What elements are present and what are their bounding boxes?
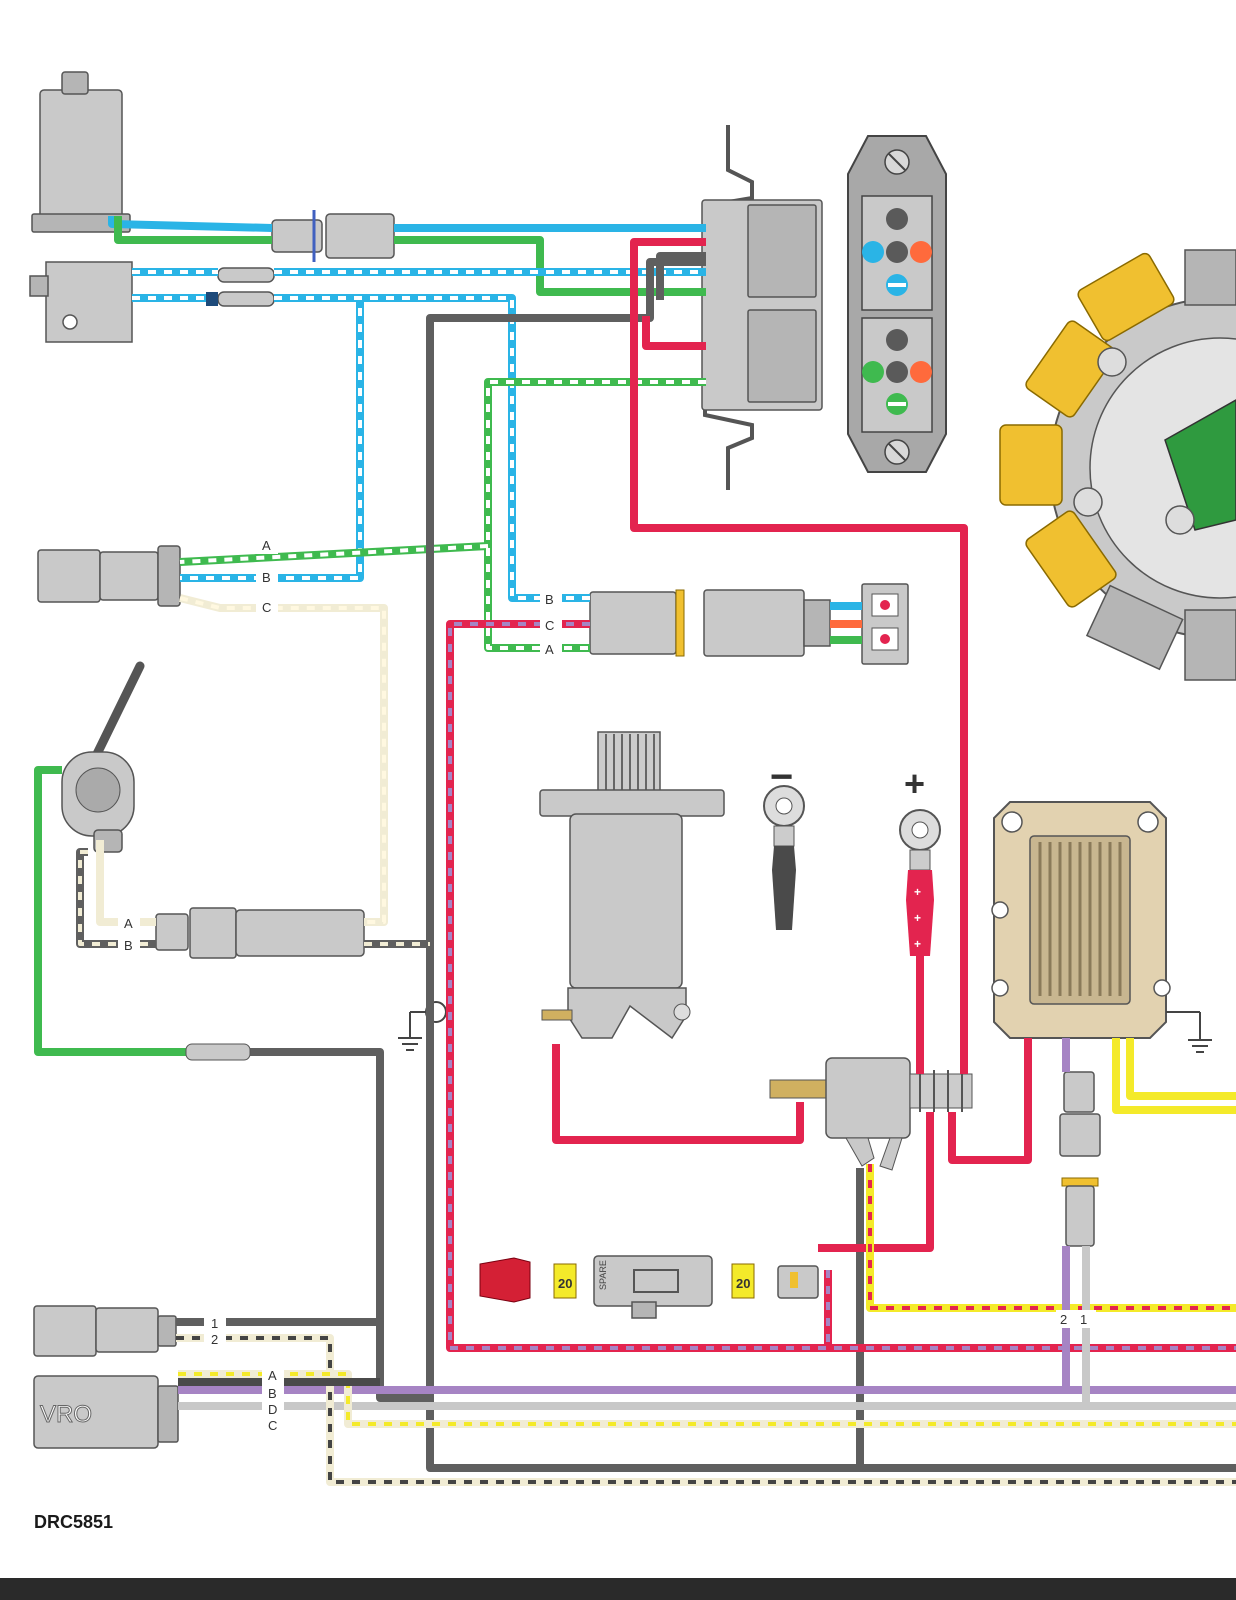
scan-edge-strip xyxy=(0,1578,1236,1600)
label-conn-mid-b: B xyxy=(545,592,554,607)
vro-pump xyxy=(33,1375,179,1449)
label-vro-c: C xyxy=(268,1418,277,1433)
trim-relay-bracket xyxy=(701,125,823,490)
label-throttle-a: A xyxy=(124,916,133,931)
voltage-regulator xyxy=(991,801,1171,1039)
fuse-holder xyxy=(479,1255,819,1319)
inline-fuse-blue-2 xyxy=(206,291,275,307)
label-bottom-1: 1 xyxy=(211,1316,218,1331)
inline-fuse-blue-1 xyxy=(217,267,275,283)
inline-connector-top xyxy=(271,210,395,262)
label-bottom-2: 2 xyxy=(211,1332,218,1347)
wire-gray xyxy=(250,258,706,1402)
connector-left xyxy=(37,545,181,607)
battery-positive-cable xyxy=(899,809,941,956)
vro-label: VRO xyxy=(40,1401,92,1428)
fuse-right-rating: 20 xyxy=(736,1276,750,1291)
label-reg-1: 1 xyxy=(1080,1312,1087,1327)
trim-motor xyxy=(31,71,131,233)
terminal-plus-3: + xyxy=(914,937,921,951)
terminal-block xyxy=(847,135,947,473)
label-conn-mid-c: C xyxy=(545,618,554,633)
wire-green xyxy=(114,216,706,296)
connector-bottom xyxy=(33,1305,177,1357)
wire-red xyxy=(630,238,968,1074)
wire-blue xyxy=(108,216,706,232)
label-conn-left-a: A xyxy=(262,538,271,553)
stator xyxy=(999,249,1236,681)
connector-throttle xyxy=(155,907,365,959)
battery-negative-cable xyxy=(763,785,805,930)
battery-negative-symbol: − xyxy=(770,755,793,799)
spare-label: SPARE xyxy=(598,1260,608,1290)
label-vro-b: B xyxy=(268,1386,277,1401)
throttle-sensor xyxy=(61,661,145,853)
wire-letter-labels: A B C B C A A B 1 2 A B D C 2 1 xyxy=(118,536,1096,1434)
ground-symbol-2 xyxy=(1166,1011,1212,1053)
label-throttle-b: B xyxy=(124,938,133,953)
connector-mid xyxy=(589,583,909,665)
label-conn-left-c: C xyxy=(262,600,271,615)
starter-motor xyxy=(539,731,725,1040)
diagram-code: DRC5851 xyxy=(34,1512,114,1532)
ground-symbol-1 xyxy=(398,1011,428,1051)
tilt-sensor xyxy=(29,261,133,343)
terminal-plus-1: + xyxy=(914,885,921,899)
regulator-connector xyxy=(1059,1071,1101,1247)
battery-positive-symbol: + xyxy=(904,763,925,804)
starter-solenoid xyxy=(769,1057,973,1171)
label-vro-d: D xyxy=(268,1402,277,1417)
label-conn-left-b: B xyxy=(262,570,271,585)
fuse-left-rating: 20 xyxy=(558,1276,572,1291)
label-vro-a: A xyxy=(268,1368,277,1383)
label-conn-mid-a: A xyxy=(545,642,554,657)
terminal-plus-2: + xyxy=(914,911,921,925)
label-reg-2: 2 xyxy=(1060,1312,1067,1327)
